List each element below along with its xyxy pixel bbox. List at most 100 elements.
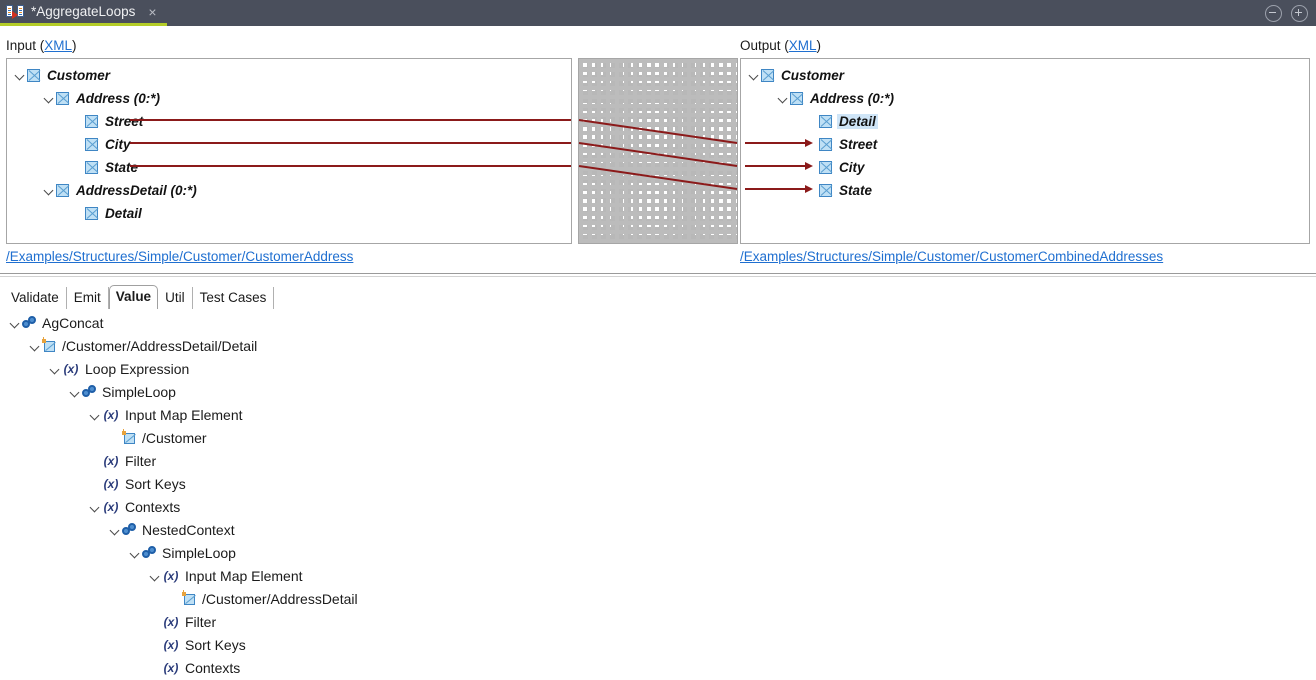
expression-fx-icon: (x) bbox=[103, 407, 119, 422]
schema-node-address[interactable]: Address (0:*) bbox=[42, 88, 162, 108]
divider bbox=[0, 273, 1316, 274]
schema-element-icon bbox=[819, 160, 832, 174]
schema-node-label: Address (0:*) bbox=[810, 90, 895, 106]
chevron-down-icon[interactable] bbox=[13, 68, 27, 82]
schema-element-icon bbox=[819, 114, 832, 128]
expression-row[interactable]: AgConcat bbox=[8, 311, 103, 334]
tree-indent-spacer bbox=[71, 206, 85, 220]
chevron-down-icon[interactable] bbox=[128, 546, 142, 560]
tree-indent-spacer bbox=[805, 114, 819, 128]
schema-node-addressdetail[interactable]: AddressDetail (0:*) bbox=[42, 180, 199, 200]
document-tab[interactable]: *AggregateLoops × bbox=[0, 0, 167, 26]
input-xml-link[interactable]: XML bbox=[44, 38, 73, 53]
expression-row[interactable]: (x)Input Map Element bbox=[88, 403, 243, 426]
expression-row[interactable]: (x)Loop Expression bbox=[48, 357, 190, 380]
chevron-down-icon[interactable] bbox=[148, 569, 162, 583]
output-structure-path[interactable]: /Examples/Structures/Simple/Customer/Cus… bbox=[740, 249, 1164, 264]
chevron-down-icon[interactable] bbox=[88, 500, 102, 514]
tab-util[interactable]: Util bbox=[158, 287, 193, 309]
tree-indent-spacer bbox=[805, 137, 819, 151]
mapping-grid-panel[interactable] bbox=[578, 58, 738, 244]
expression-row[interactable]: /Customer/AddressDetail bbox=[168, 587, 358, 610]
tree-indent-spacer bbox=[88, 454, 102, 468]
expression-row[interactable]: /Customer/AddressDetail/Detail bbox=[28, 334, 257, 357]
chevron-down-icon[interactable] bbox=[108, 523, 122, 537]
schema-element-icon bbox=[85, 114, 98, 128]
tree-indent-spacer bbox=[805, 160, 819, 174]
tree-indent-spacer bbox=[108, 431, 122, 445]
chevron-down-icon[interactable] bbox=[42, 91, 56, 105]
schema-node-label: Detail bbox=[837, 113, 878, 129]
expression-fx-icon: (x) bbox=[103, 499, 119, 514]
expression-row[interactable]: NestedContext bbox=[108, 518, 235, 541]
chevron-down-icon[interactable] bbox=[42, 183, 56, 197]
schema-node-city[interactable]: City bbox=[71, 134, 133, 154]
chevron-down-icon[interactable] bbox=[8, 316, 22, 330]
expression-row[interactable]: (x) Sort Keys bbox=[88, 472, 186, 495]
tree-indent-spacer bbox=[805, 183, 819, 197]
close-icon[interactable]: × bbox=[148, 3, 157, 20]
input-structure-path[interactable]: /Examples/Structures/Simple/Customer/Cus… bbox=[6, 249, 354, 264]
expression-fx-icon: (x) bbox=[163, 637, 179, 652]
schema-node-detail[interactable]: Detail bbox=[71, 203, 144, 223]
tree-indent-spacer bbox=[148, 661, 162, 675]
input-label-suffix: ) bbox=[72, 38, 77, 53]
expression-row[interactable]: SimpleLoop bbox=[128, 541, 236, 564]
expression-row-label: NestedContext bbox=[142, 521, 235, 538]
tab-emit[interactable]: Emit bbox=[67, 287, 109, 309]
schema-node-customer[interactable]: Customer bbox=[747, 65, 846, 85]
input-label: Input (XML) bbox=[6, 38, 77, 53]
expression-fx-icon: (x) bbox=[103, 476, 119, 491]
expression-row-label: Sort Keys bbox=[125, 475, 186, 492]
schema-element-icon bbox=[85, 160, 98, 174]
schema-node-street[interactable]: Street bbox=[805, 134, 879, 154]
chevron-down-icon[interactable] bbox=[747, 68, 761, 82]
expression-tree[interactable]: AgConcat/Customer/AddressDetail/Detail(x… bbox=[0, 311, 1316, 680]
schema-node-label: City bbox=[105, 136, 131, 152]
schema-node-street[interactable]: Street bbox=[71, 111, 145, 131]
minimize-button[interactable] bbox=[1265, 4, 1282, 22]
expression-row[interactable]: SimpleLoop bbox=[68, 380, 176, 403]
link-icon bbox=[122, 522, 137, 537]
chevron-down-icon[interactable] bbox=[776, 91, 790, 105]
output-xml-link[interactable]: XML bbox=[788, 38, 817, 53]
schema-element-icon bbox=[761, 68, 774, 82]
tab-value[interactable]: Value bbox=[108, 285, 159, 309]
expression-row[interactable]: /Customer bbox=[108, 426, 207, 449]
chevron-down-icon[interactable] bbox=[88, 408, 102, 422]
expression-row[interactable]: (x)Contexts bbox=[148, 656, 241, 679]
map-element-icon bbox=[42, 336, 57, 353]
schema-node-state[interactable]: State bbox=[805, 180, 874, 200]
schema-node-customer[interactable]: Customer bbox=[13, 65, 112, 85]
schema-node-city[interactable]: City bbox=[805, 157, 867, 177]
chevron-down-icon[interactable] bbox=[28, 339, 42, 353]
schema-node-detail[interactable]: Detail bbox=[805, 111, 878, 131]
tree-indent-spacer bbox=[168, 592, 182, 606]
map-transform-icon bbox=[6, 4, 24, 20]
chevron-down-icon[interactable] bbox=[68, 385, 82, 399]
schema-node-address[interactable]: Address (0:*) bbox=[776, 88, 896, 108]
tab-validate[interactable]: Validate bbox=[4, 287, 67, 309]
schema-node-state[interactable]: State bbox=[71, 157, 140, 177]
expression-row-label: Filter bbox=[125, 452, 157, 469]
schema-node-label: State bbox=[839, 182, 873, 198]
expression-row-label: Input Map Element bbox=[185, 567, 303, 584]
document-tab-title: *AggregateLoops bbox=[31, 4, 136, 19]
tab-test-cases[interactable]: Test Cases bbox=[193, 287, 275, 309]
expression-fx-icon: (x) bbox=[163, 568, 179, 583]
chevron-down-icon[interactable] bbox=[48, 362, 62, 376]
tree-indent-spacer bbox=[71, 114, 85, 128]
link-icon bbox=[22, 315, 37, 330]
expression-row[interactable]: (x)Filter bbox=[88, 449, 156, 472]
expression-row[interactable]: (x)Contexts bbox=[88, 495, 181, 518]
expression-row[interactable]: (x)Sort Keys bbox=[148, 633, 246, 656]
expression-row-label: Filter bbox=[185, 613, 217, 630]
maximize-button[interactable] bbox=[1291, 4, 1308, 22]
expression-row[interactable]: (x)Filter bbox=[148, 610, 216, 633]
expression-row[interactable]: (x) Input Map Element bbox=[148, 564, 303, 587]
schema-element-icon bbox=[85, 137, 98, 151]
expression-fx-icon: (x) bbox=[63, 361, 79, 376]
